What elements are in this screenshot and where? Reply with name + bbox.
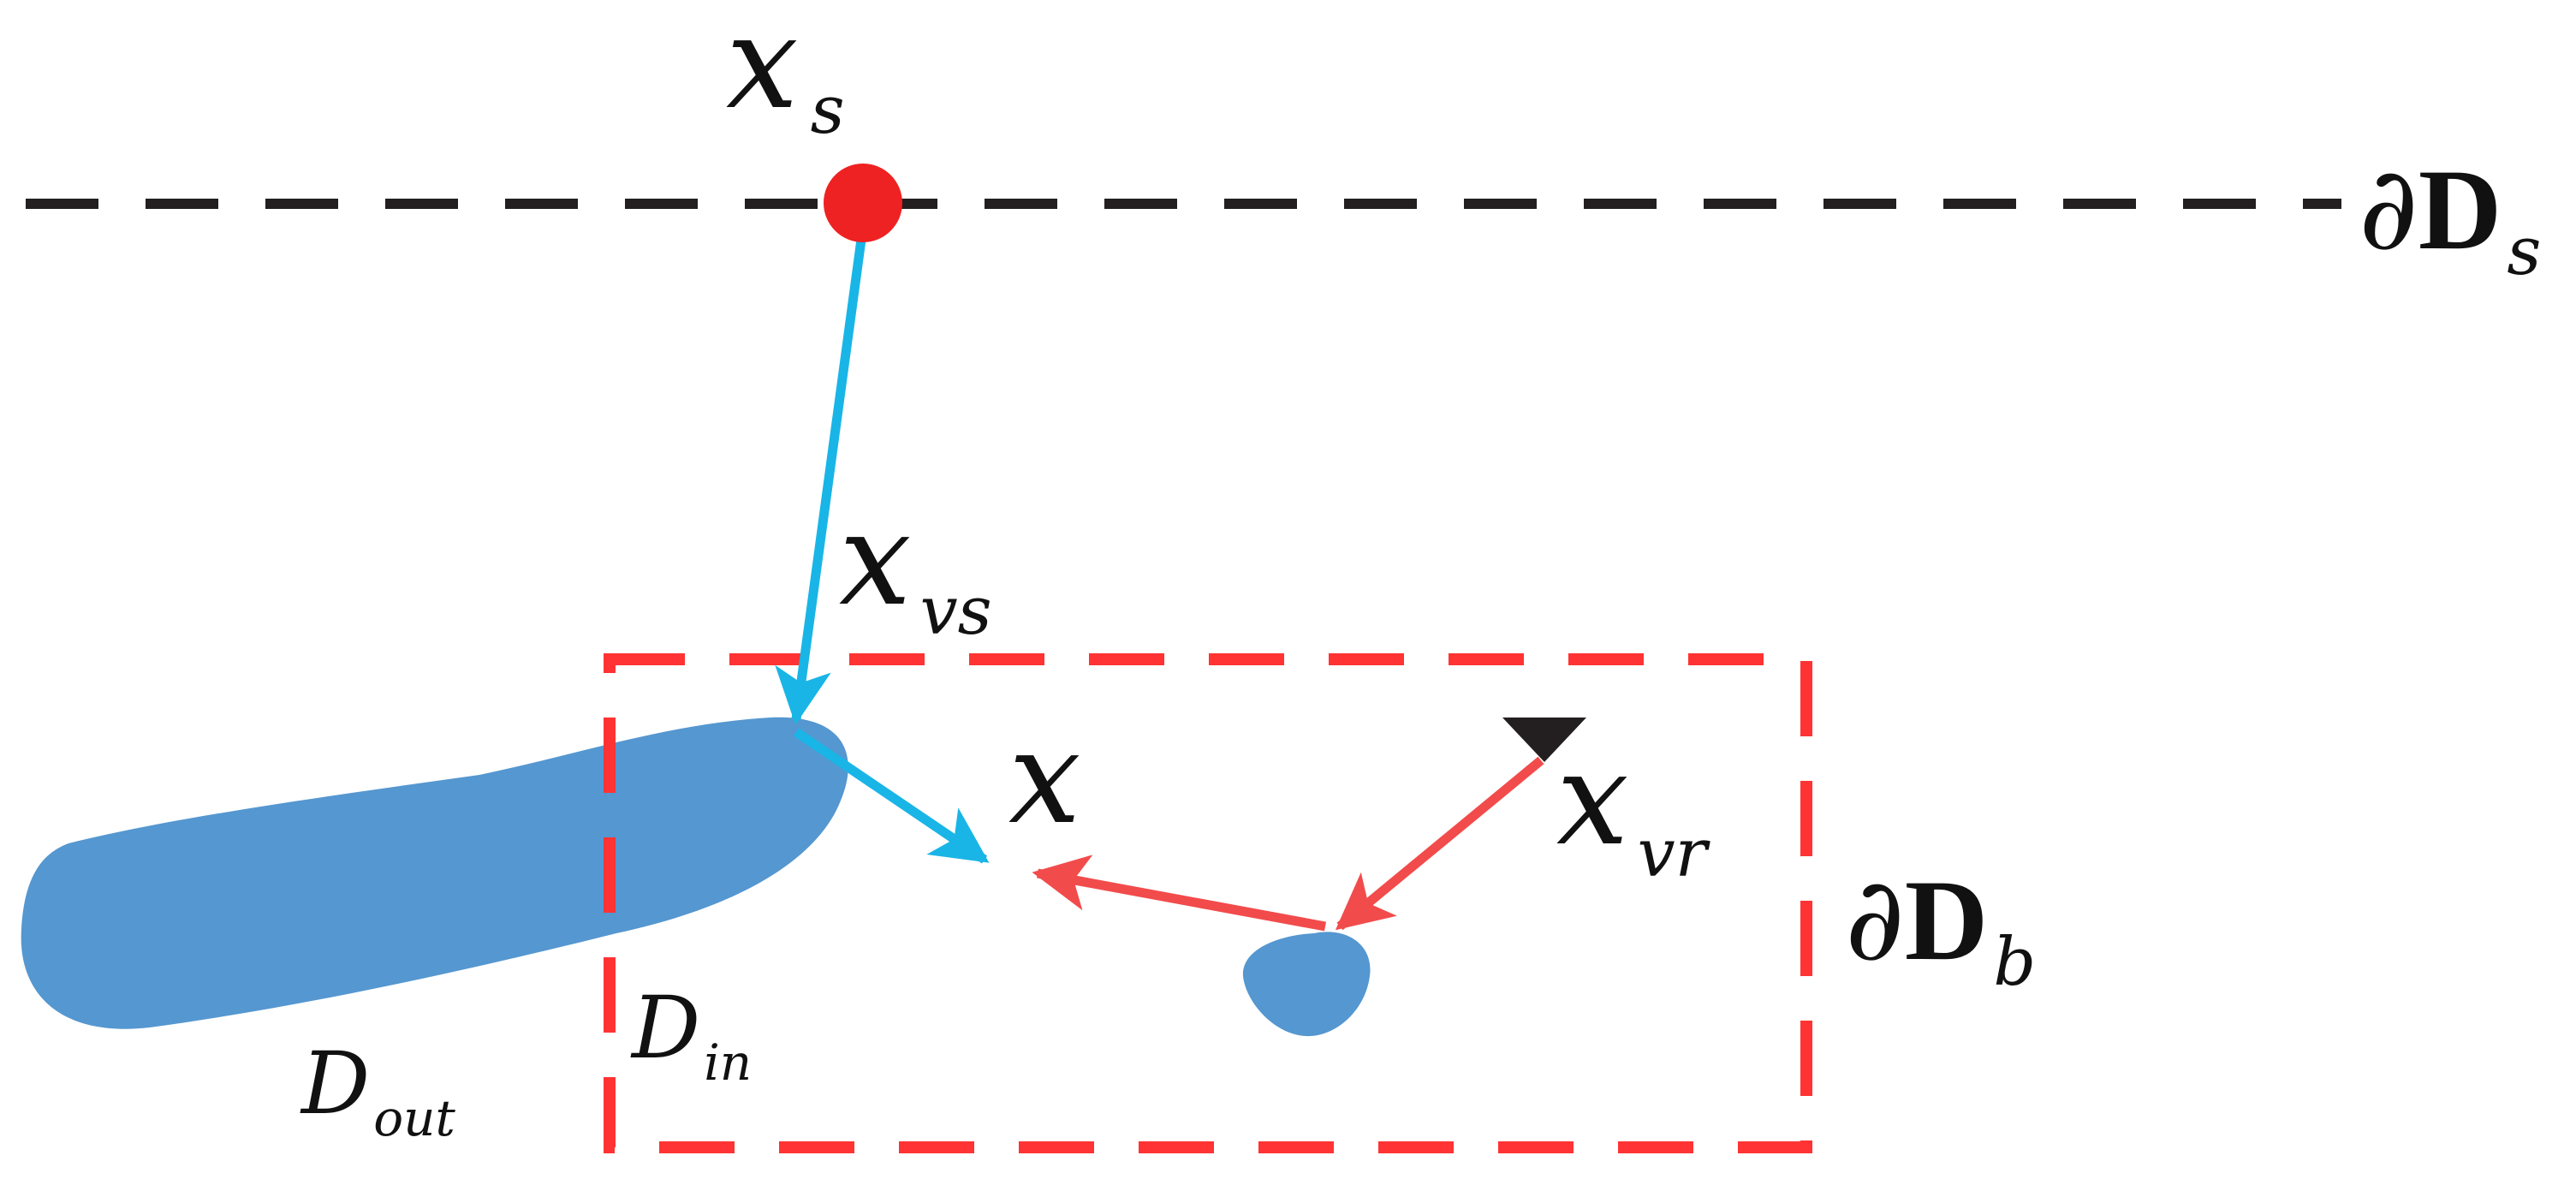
virtual-source-to-x-arrow xyxy=(793,728,990,864)
domain-out-sub: out xyxy=(373,1089,455,1147)
boundary-s-partial: ∂ xyxy=(2359,141,2418,276)
boundary-b-partial: ∂ xyxy=(1845,852,1905,986)
boundary-s-main: D xyxy=(2418,146,2502,274)
source-label-main: x xyxy=(726,0,799,138)
virtual-source-label-sub: vs xyxy=(920,573,992,650)
boundary-b-main: D xyxy=(1905,857,1989,985)
point-x-label: x xyxy=(1008,704,1081,853)
boundary-b-sub: b xyxy=(1993,924,2036,1001)
virtual-receiver-label-sub: vr xyxy=(1638,815,1711,892)
domain-in-main: D xyxy=(630,978,700,1078)
domain-out-main: D xyxy=(300,1033,370,1134)
boundary-b-label: ∂Db xyxy=(1845,852,2036,1001)
target-boundary-box xyxy=(604,653,1812,1153)
scatterer-to-x-arrow xyxy=(1032,855,1326,932)
domain-in-sub: in xyxy=(704,1033,752,1092)
boundary-s-label: ∂Ds xyxy=(2359,141,2541,290)
source-label-sub: s xyxy=(811,72,845,149)
domain-in-label: Din xyxy=(630,978,752,1092)
boundary-s-sub: s xyxy=(2507,213,2541,290)
receiver-triangle-icon xyxy=(1502,718,1586,762)
small-scatterer-shape xyxy=(1242,932,1371,1037)
virtual-receiver-label-main: x xyxy=(1556,725,1629,874)
source-point-icon xyxy=(824,164,902,242)
large-scatterer-shape xyxy=(21,717,848,1029)
virtual-source-label-main: x xyxy=(839,485,912,634)
domain-out-label: Dout xyxy=(300,1033,455,1147)
source-to-virtual-source-arrow xyxy=(775,226,868,725)
virtual-receiver-to-scatterer-arrow xyxy=(1335,756,1544,931)
